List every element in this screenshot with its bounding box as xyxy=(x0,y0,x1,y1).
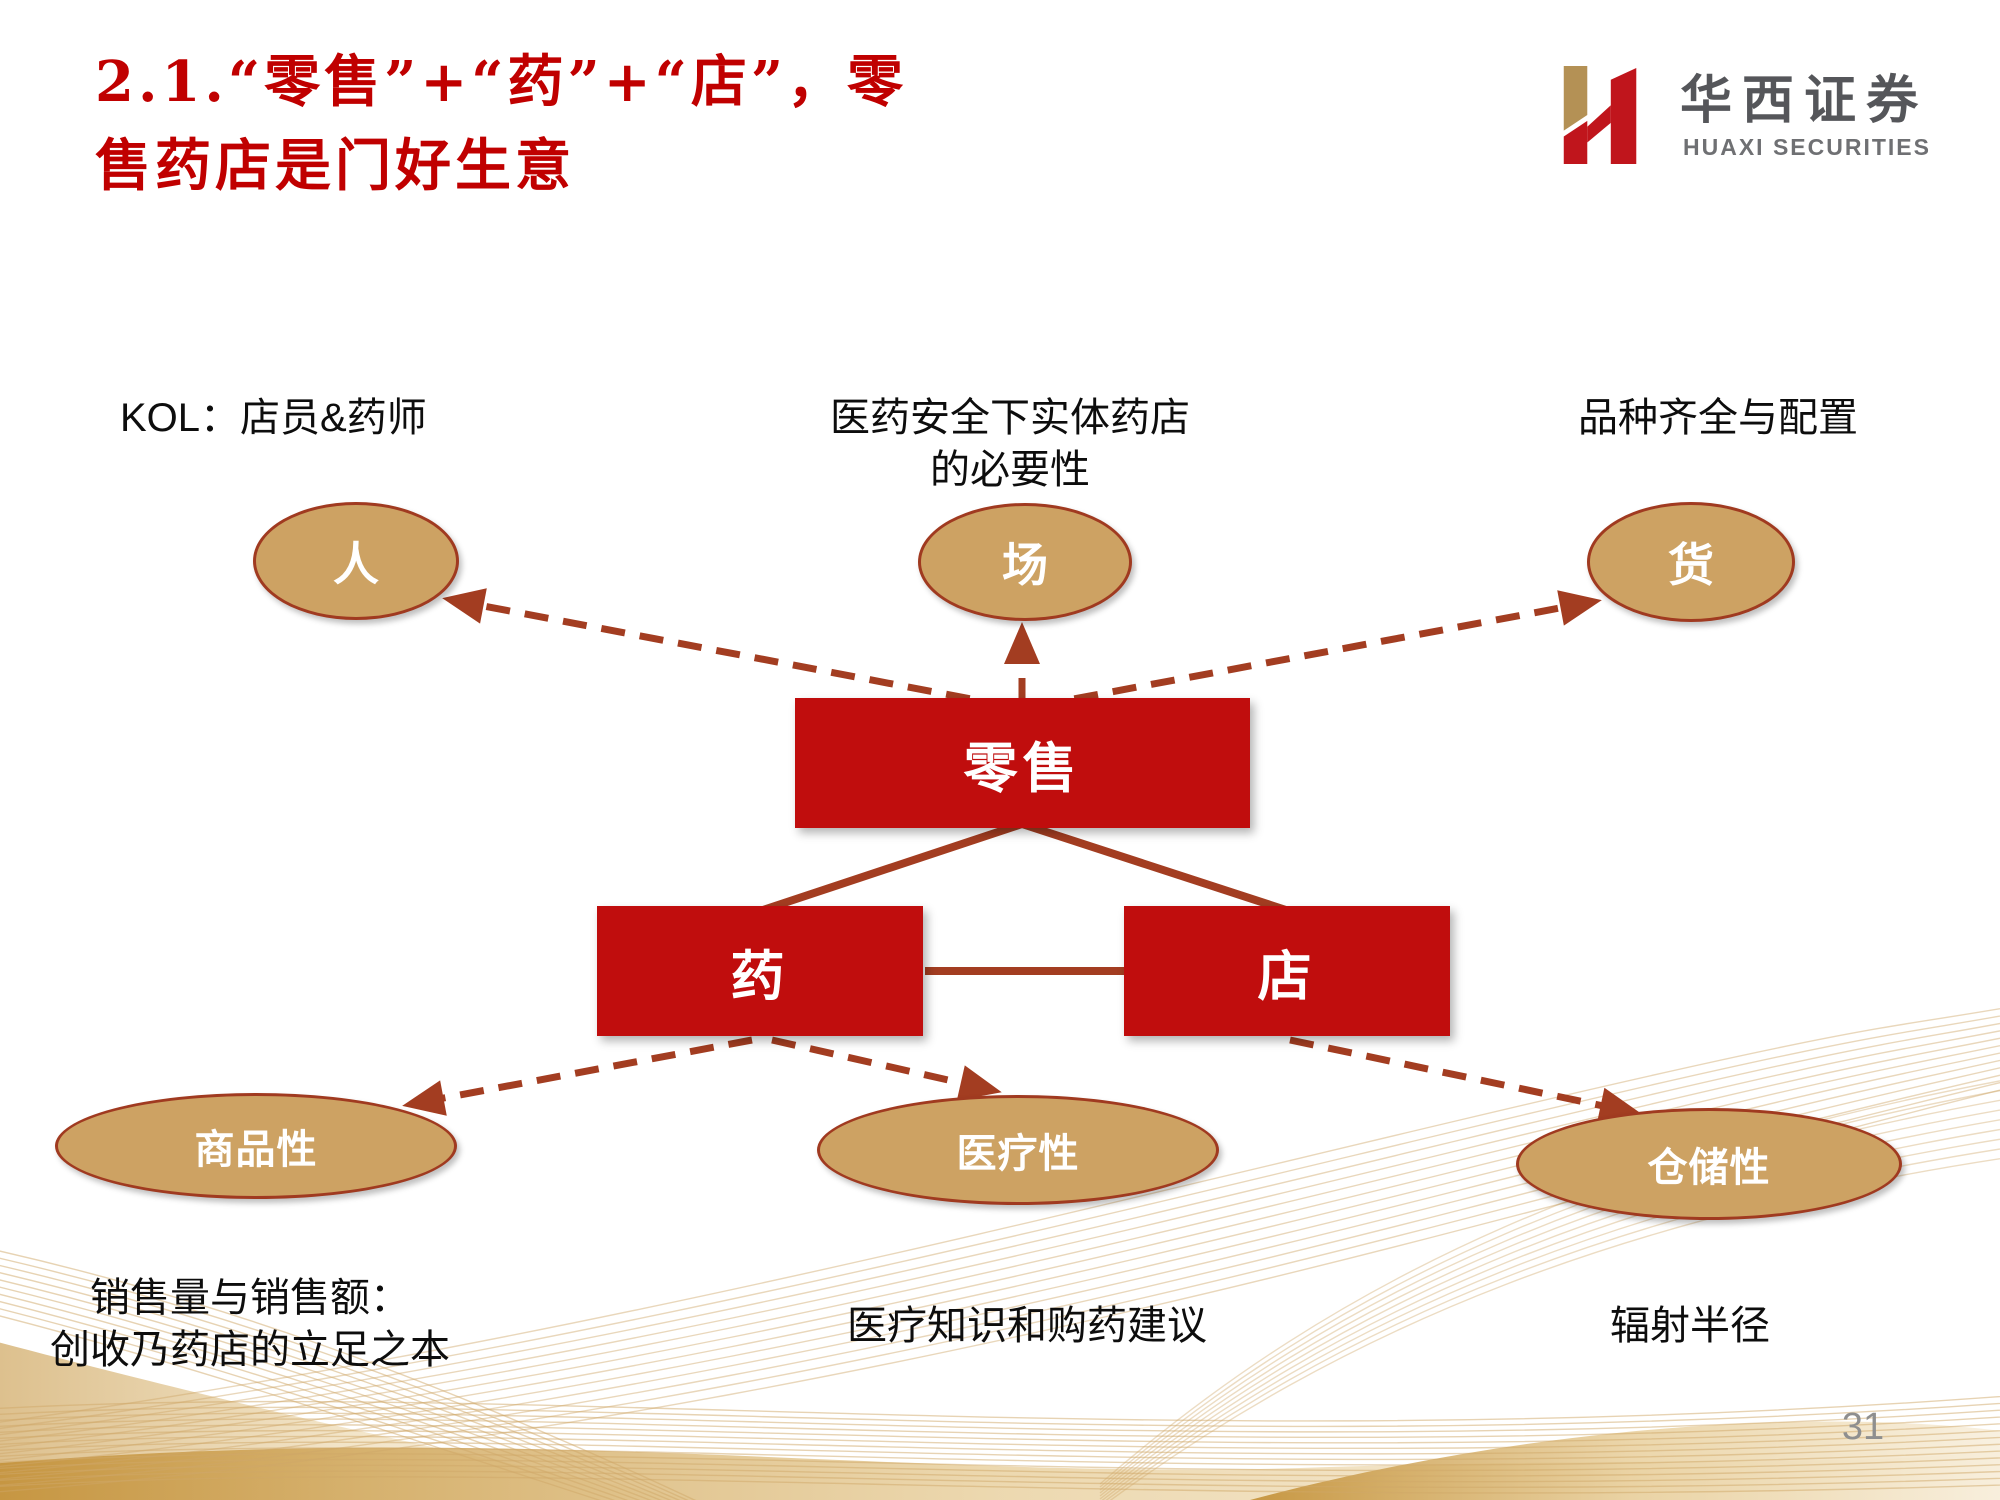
node-medical-ellipse: 医疗性 xyxy=(817,1095,1219,1205)
node-goods-ellipse: 货 xyxy=(1587,502,1795,622)
label-medical-advice: 医疗知识和购药建议 xyxy=(847,1304,1207,1348)
wave-line xyxy=(0,1441,2000,1461)
wave-line xyxy=(0,1286,652,1500)
wave-line xyxy=(0,1423,2000,1444)
wave-line xyxy=(0,1293,641,1500)
wave-line xyxy=(0,1435,2000,1455)
wave-fill-bottom-right xyxy=(1250,1421,2000,1500)
retail-box: 零售 xyxy=(795,698,1250,828)
node-commodity-ellipse: 商品性 xyxy=(55,1093,457,1199)
node-person-label: 人 xyxy=(333,538,379,590)
page-title-line1: 2.1.“零售”+“药”+“店”，零 xyxy=(95,49,908,115)
wave-line xyxy=(0,1402,2000,1428)
label-variety-config: 品种齐全与配置 xyxy=(1578,396,1858,440)
wave-line xyxy=(0,1470,2000,1489)
node-place-ellipse: 场 xyxy=(918,503,1132,621)
edge-retail-goods xyxy=(1035,590,1602,710)
node-person-ellipse: 人 xyxy=(253,502,459,620)
wave-line xyxy=(0,1300,629,1500)
store-box: 店 xyxy=(1124,906,1450,1036)
wave-line xyxy=(0,1416,2000,1439)
label-pharmacy-necessity-line1: 医药安全下实体药店 xyxy=(830,396,1190,440)
wave-line xyxy=(1099,1099,2000,1491)
wave-line xyxy=(0,1409,2000,1433)
huaxi-logo: 华西证券 HUAXI SECURITIES xyxy=(1552,58,1982,178)
store-box-label: 店 xyxy=(1257,946,1317,1007)
retail-box-label: 零售 xyxy=(963,738,1082,799)
node-medical-label: 医疗性 xyxy=(956,1132,1080,1176)
edge-drug-medical xyxy=(771,1036,1002,1101)
wave-line xyxy=(0,1447,2000,1466)
node-warehouse-ellipse: 仓储性 xyxy=(1516,1108,1902,1220)
wave-line xyxy=(0,1272,672,1500)
huaxi-h-icon xyxy=(1563,66,1637,164)
label-pharmacy-necessity: 医药安全下实体药店 的必要性 xyxy=(760,392,1260,496)
label-kol: KOL：店员&药师 xyxy=(120,396,427,440)
node-warehouse-label: 仓储性 xyxy=(1647,1146,1771,1190)
node-commodity-label: 商品性 xyxy=(194,1128,318,1172)
page-title: 2.1.“零售”+“药”+“店”，零 售药店是门好生意 xyxy=(95,40,1095,208)
wave-line xyxy=(1099,1089,2000,1488)
label-sales-volume-line2: 创收乃药店的立足之本 xyxy=(50,1328,450,1372)
wave-line xyxy=(0,1015,2000,1430)
label-pharmacy-necessity-line2: 的必要性 xyxy=(930,448,1090,492)
wave-line xyxy=(1099,1080,2000,1485)
logo-company-name-en: HUAXI SECURITIES xyxy=(1683,134,1931,160)
wave-line xyxy=(0,1464,2000,1483)
wave-line xyxy=(0,1008,2000,1423)
edge-retail-store xyxy=(1020,820,1288,914)
logo-company-name-cn: 华西证券 xyxy=(1680,70,1929,131)
page-number: 31 xyxy=(1841,1406,1885,1448)
wave-line xyxy=(0,1453,2000,1472)
edge-retail-person xyxy=(442,588,1009,710)
wave-line xyxy=(0,1395,2000,1422)
wave-line xyxy=(0,1089,2000,1493)
drug-box: 药 xyxy=(597,906,923,1036)
wave-line xyxy=(0,1257,689,1500)
wave-line xyxy=(0,1458,2000,1477)
edge-retail-drug xyxy=(761,820,1024,914)
edge-store-warehouse xyxy=(1289,1036,1642,1124)
wave-line xyxy=(0,1476,2000,1494)
wave-line xyxy=(1099,1109,2000,1494)
label-radiation-radius: 辐射半径 xyxy=(1610,1304,1770,1348)
page-title-line2: 售药店是门好生意 xyxy=(95,133,575,199)
node-goods-label: 货 xyxy=(1668,539,1714,591)
wave-line xyxy=(0,1279,663,1500)
wave-line xyxy=(0,1081,2000,1487)
node-place-label: 场 xyxy=(1002,539,1048,591)
wave-line xyxy=(0,1429,2000,1450)
edge-drug-commodity xyxy=(402,1036,753,1116)
wave-line xyxy=(0,1074,2000,1480)
label-sales-volume: 销售量与销售额： 创收乃药店的立足之本 xyxy=(20,1272,480,1376)
wave-line xyxy=(0,1264,681,1500)
wave-line xyxy=(0,1037,2000,1449)
label-sales-volume-line1: 销售量与销售额： xyxy=(90,1276,410,1320)
drug-box-label: 药 xyxy=(730,946,790,1007)
wave-line xyxy=(0,1052,2000,1461)
wave-line xyxy=(0,1030,2000,1442)
